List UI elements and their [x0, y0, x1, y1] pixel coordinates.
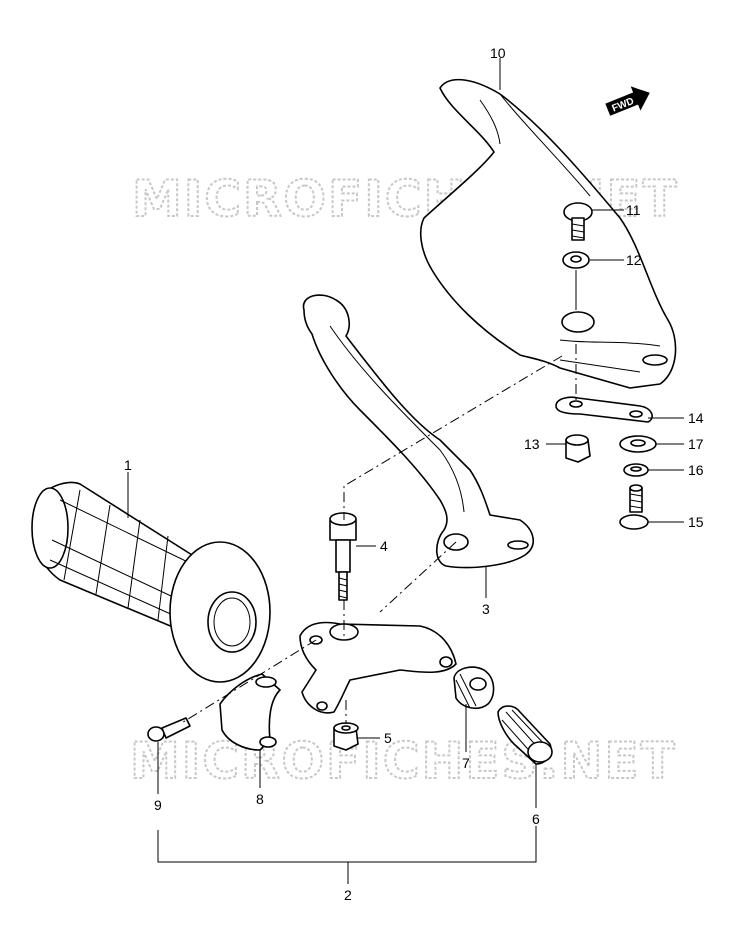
spacer-collar: [623, 463, 649, 477]
callout-7: 7: [462, 755, 470, 771]
guard-washer: [562, 251, 590, 269]
clamp-screw: [147, 717, 191, 742]
callout-1: 1: [124, 457, 132, 473]
svg-text:FWD: FWD: [610, 96, 635, 115]
plate-washer: [619, 435, 657, 453]
adjuster-lock-nut: [453, 666, 495, 710]
callout-14: 14: [688, 410, 704, 426]
lever-bracket: [299, 621, 457, 714]
pivot-nut: [333, 722, 359, 751]
fwd-arrow-icon: FWD: [605, 86, 650, 116]
callout-11: 11: [626, 202, 641, 218]
handlebar-grip: [31, 481, 271, 683]
cable-adjuster: [497, 705, 553, 765]
lever-nut: [565, 434, 591, 463]
hand-guard: [419, 78, 677, 389]
callout-4: 4: [380, 538, 388, 554]
plate-bolt: [619, 484, 649, 530]
callout-12: 12: [626, 252, 642, 268]
callout-13: 13: [524, 436, 540, 452]
callout-5: 5: [384, 730, 392, 746]
callout-10: 10: [490, 45, 506, 61]
link-plate: [555, 396, 653, 423]
bracket-clamp: [219, 673, 281, 751]
callout-2: 2: [344, 887, 352, 903]
guard-bolt: [563, 202, 593, 241]
pivot-bolt: [329, 512, 357, 601]
callout-17: 17: [688, 436, 704, 452]
callout-3: 3: [482, 601, 490, 617]
callout-6: 6: [532, 811, 540, 827]
callout-9: 9: [154, 797, 162, 813]
watermark-lower: MICROFICHES.NET: [130, 732, 677, 790]
callout-15: 15: [688, 514, 704, 530]
callout-16: 16: [688, 462, 704, 478]
guard-mount-boss: [561, 311, 595, 333]
clutch-lever: [302, 294, 534, 569]
callout-8: 8: [256, 791, 264, 807]
